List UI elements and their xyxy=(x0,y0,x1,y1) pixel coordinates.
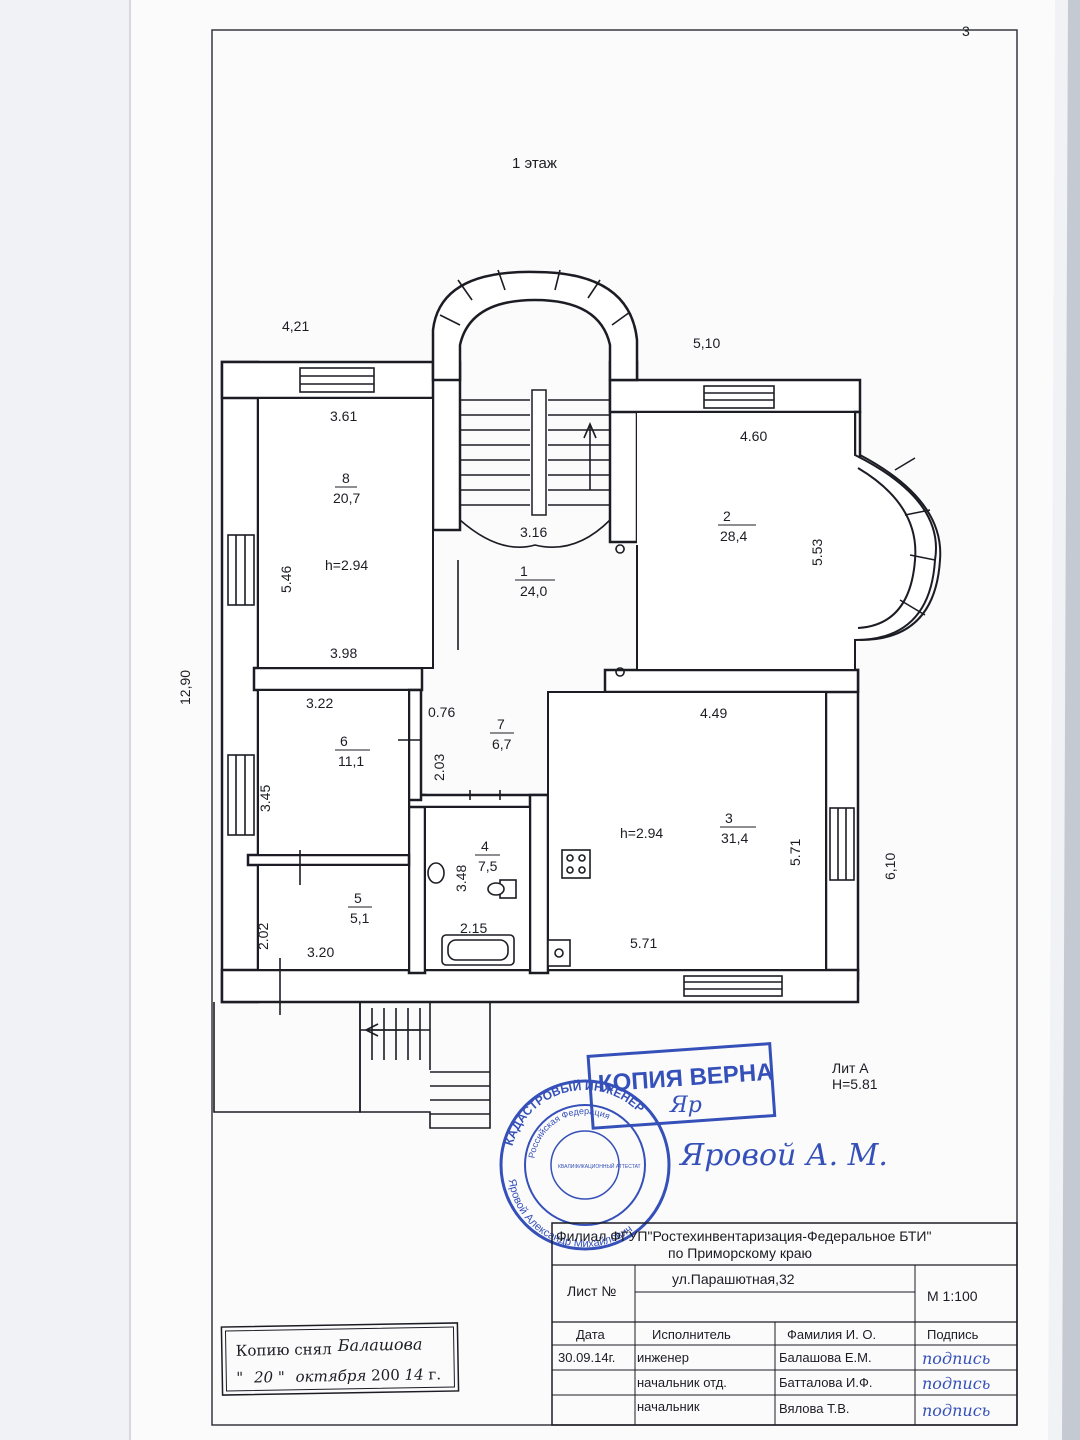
height-room-8: h=2.94 xyxy=(325,557,368,573)
dim: 3.61 xyxy=(330,408,357,424)
fixtures xyxy=(279,544,625,1015)
row-name: Балашова Е.М. xyxy=(779,1350,872,1365)
copy-note-day: 20 xyxy=(253,1368,274,1386)
dim: 4.60 xyxy=(740,428,767,444)
dim: 5.71 xyxy=(630,935,657,951)
dim: 2.15 xyxy=(460,920,487,936)
room-area: 20,7 xyxy=(333,490,360,506)
room-6: 6 11,1 xyxy=(335,733,370,769)
lit-height: H=5.81 xyxy=(832,1076,878,1092)
page-number: 3 xyxy=(962,23,970,39)
room-1: 1 24,0 xyxy=(515,563,555,599)
dim: 5.53 xyxy=(809,539,825,566)
dim: 2.02 xyxy=(255,923,271,950)
room-number: 1 xyxy=(520,563,528,579)
room-outlines xyxy=(257,397,937,971)
scale: М 1:100 xyxy=(927,1288,978,1304)
row-sign: подпись xyxy=(922,1349,990,1368)
hdr-signature: Подпись xyxy=(927,1327,979,1342)
room-area: 31,4 xyxy=(721,830,748,846)
copy-note: Копию снял Балашова " 20 " октября 200 1… xyxy=(220,1322,460,1396)
room-number: 5 xyxy=(354,890,362,906)
hdr-name: Фамилия И. О. xyxy=(787,1327,876,1342)
room-number: 7 xyxy=(497,716,505,732)
dim: 3.16 xyxy=(520,524,547,540)
stair-tower xyxy=(431,269,639,548)
org-line-1: Филиал ФГУП"Ростехинвентаризация-Федерал… xyxy=(556,1228,931,1244)
stamp-initials: Яр xyxy=(669,1093,702,1118)
room-area: 24,0 xyxy=(520,583,547,599)
room-area: 6,7 xyxy=(492,736,512,752)
dim: 3.98 xyxy=(330,645,357,661)
copy-note-prefix: Копию снял xyxy=(236,1340,332,1360)
windows xyxy=(227,367,942,997)
room-number: 3 xyxy=(725,810,733,826)
row-role: инженер xyxy=(637,1350,689,1365)
hdr-date: Дата xyxy=(576,1327,606,1342)
room-8: 8 20,7 xyxy=(333,470,360,506)
sheet-label: Лист № xyxy=(567,1283,616,1299)
copy-note-name: Балашова xyxy=(337,1335,423,1355)
room-area: 28,4 xyxy=(720,528,747,544)
dim-left: 12,90 xyxy=(177,670,193,705)
copy-note-open-quote: " xyxy=(236,1369,243,1387)
copy-note-month: октября xyxy=(295,1367,366,1386)
porch xyxy=(213,1002,491,1129)
row-sign: подпись xyxy=(922,1401,990,1420)
room-7: 7 6,7 xyxy=(490,716,514,752)
room-number: 8 xyxy=(342,470,350,486)
room-5: 5 5,1 xyxy=(348,890,372,926)
row-sign: подпись xyxy=(922,1374,990,1393)
floor-title: 1 этаж xyxy=(512,155,557,172)
lit-name: Лит А xyxy=(832,1060,869,1076)
copy-note-year-suffix: г. xyxy=(428,1365,441,1383)
dim: 3.22 xyxy=(306,695,333,711)
room-area: 7,5 xyxy=(478,858,498,874)
copy-note-year: 14 xyxy=(404,1366,423,1384)
room-2: 2 28,4 xyxy=(718,508,756,544)
copy-note-year-prefix: 200 xyxy=(371,1366,400,1384)
dim: 2.03 xyxy=(431,754,447,781)
dim-top-right: 5,10 xyxy=(693,335,720,351)
dim-top-left: 4,21 xyxy=(282,318,309,334)
address: ул.Парашютная,32 xyxy=(672,1271,795,1287)
row-date: 30.09.14г. xyxy=(558,1350,615,1365)
row-role: начальник xyxy=(637,1399,700,1414)
dim: 3.48 xyxy=(453,865,469,892)
org-line-2: по Приморскому краю xyxy=(668,1245,812,1261)
room-3: 3 31,4 xyxy=(720,810,756,846)
dim: 0.76 xyxy=(428,704,455,720)
dim: 5.71 xyxy=(787,839,803,866)
room-area: 5,1 xyxy=(350,910,370,926)
room-4: 4 7,5 xyxy=(475,838,500,874)
svg-text:" 20 " октяб: " 20 " октября 200 14 г. xyxy=(236,1365,441,1387)
dim: 3.20 xyxy=(307,944,334,960)
room-number: 4 xyxy=(481,838,489,854)
dim: 3.45 xyxy=(257,785,273,812)
row-name: Батталова И.Ф. xyxy=(779,1375,872,1390)
room-area: 11,1 xyxy=(338,753,364,769)
room-number: 2 xyxy=(723,508,731,524)
height-room-3: h=2.94 xyxy=(620,825,663,841)
signature-yarovoy: Яровой А. М. xyxy=(678,1138,888,1173)
dim: 5.46 xyxy=(278,566,294,593)
dim: 4.49 xyxy=(700,705,727,721)
room-number: 6 xyxy=(340,733,348,749)
dim-right: 6,10 xyxy=(882,853,898,880)
row-name: Вялова Т.В. xyxy=(779,1401,850,1416)
title-block: Филиал ФГУП"Ростехинвентаризация-Федерал… xyxy=(551,1222,1018,1426)
row-role: начальник отд. xyxy=(637,1375,727,1390)
copy-note-close-quote: " xyxy=(278,1368,285,1386)
hdr-performer: Исполнитель xyxy=(652,1327,731,1342)
seal-center: КВАЛИФИКАЦИОННЫЙ АТТЕСТАТ xyxy=(558,1162,641,1170)
